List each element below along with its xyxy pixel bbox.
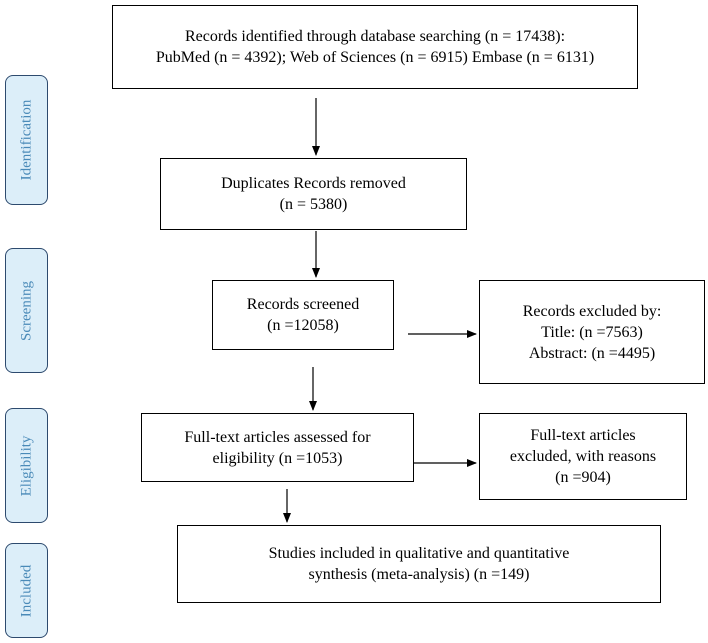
box-records-screened: Records screened (n =12058) <box>212 280 394 350</box>
fulltext-assessed-line1: Full-text articles assessed for <box>184 428 371 446</box>
studies-included-line2: synthesis (meta-analysis) (n =149) <box>308 566 530 583</box>
duplicates-removed-line1: Duplicates Records removed <box>221 175 406 192</box>
stage-eligibility: Eligibility <box>5 408 48 523</box>
fulltext-excluded-line3: (n =904) <box>555 469 611 486</box>
fulltext-excluded-line1: Full-text articles <box>530 427 636 444</box>
records-excluded-line2: Title: (n =7563) <box>541 323 643 341</box>
stage-identification: Identification <box>5 75 48 205</box>
box-duplicates-removed: Duplicates Records removed (n = 5380) <box>160 158 467 230</box>
box-records-excluded: Records excluded by: Title: (n =7563) Ab… <box>479 280 705 384</box>
records-excluded-line1: Records excluded by: <box>522 302 662 320</box>
stage-screening: Screening <box>5 248 48 373</box>
duplicates-removed-line2: (n = 5380) <box>279 196 348 213</box>
box-studies-included: Studies included in qualitative and quan… <box>177 525 661 603</box>
fulltext-excluded-line2: excluded, with reasons <box>509 448 657 465</box>
records-screened-line2: (n =12058) <box>267 317 339 334</box>
box-fulltext-excluded: Full-text articles excluded, with reason… <box>479 413 687 500</box>
studies-included-line1: Studies included in qualitative and quan… <box>268 545 570 562</box>
box-records-identified: Records identified through database sear… <box>112 5 638 89</box>
fulltext-assessed-line2: eligibility (n =1053) <box>212 449 343 467</box>
box-fulltext-assessed: Full-text articles assessed for eligibil… <box>141 413 414 482</box>
records-identified-line2: PubMed (n = 4392); Web of Sciences (n = … <box>155 49 595 66</box>
records-identified-line1: Records identified through database sear… <box>184 28 566 45</box>
records-excluded-line3: Abstract: (n =4495) <box>528 344 656 362</box>
stage-included: Included <box>5 543 48 638</box>
records-screened-line1: Records screened <box>246 296 360 313</box>
